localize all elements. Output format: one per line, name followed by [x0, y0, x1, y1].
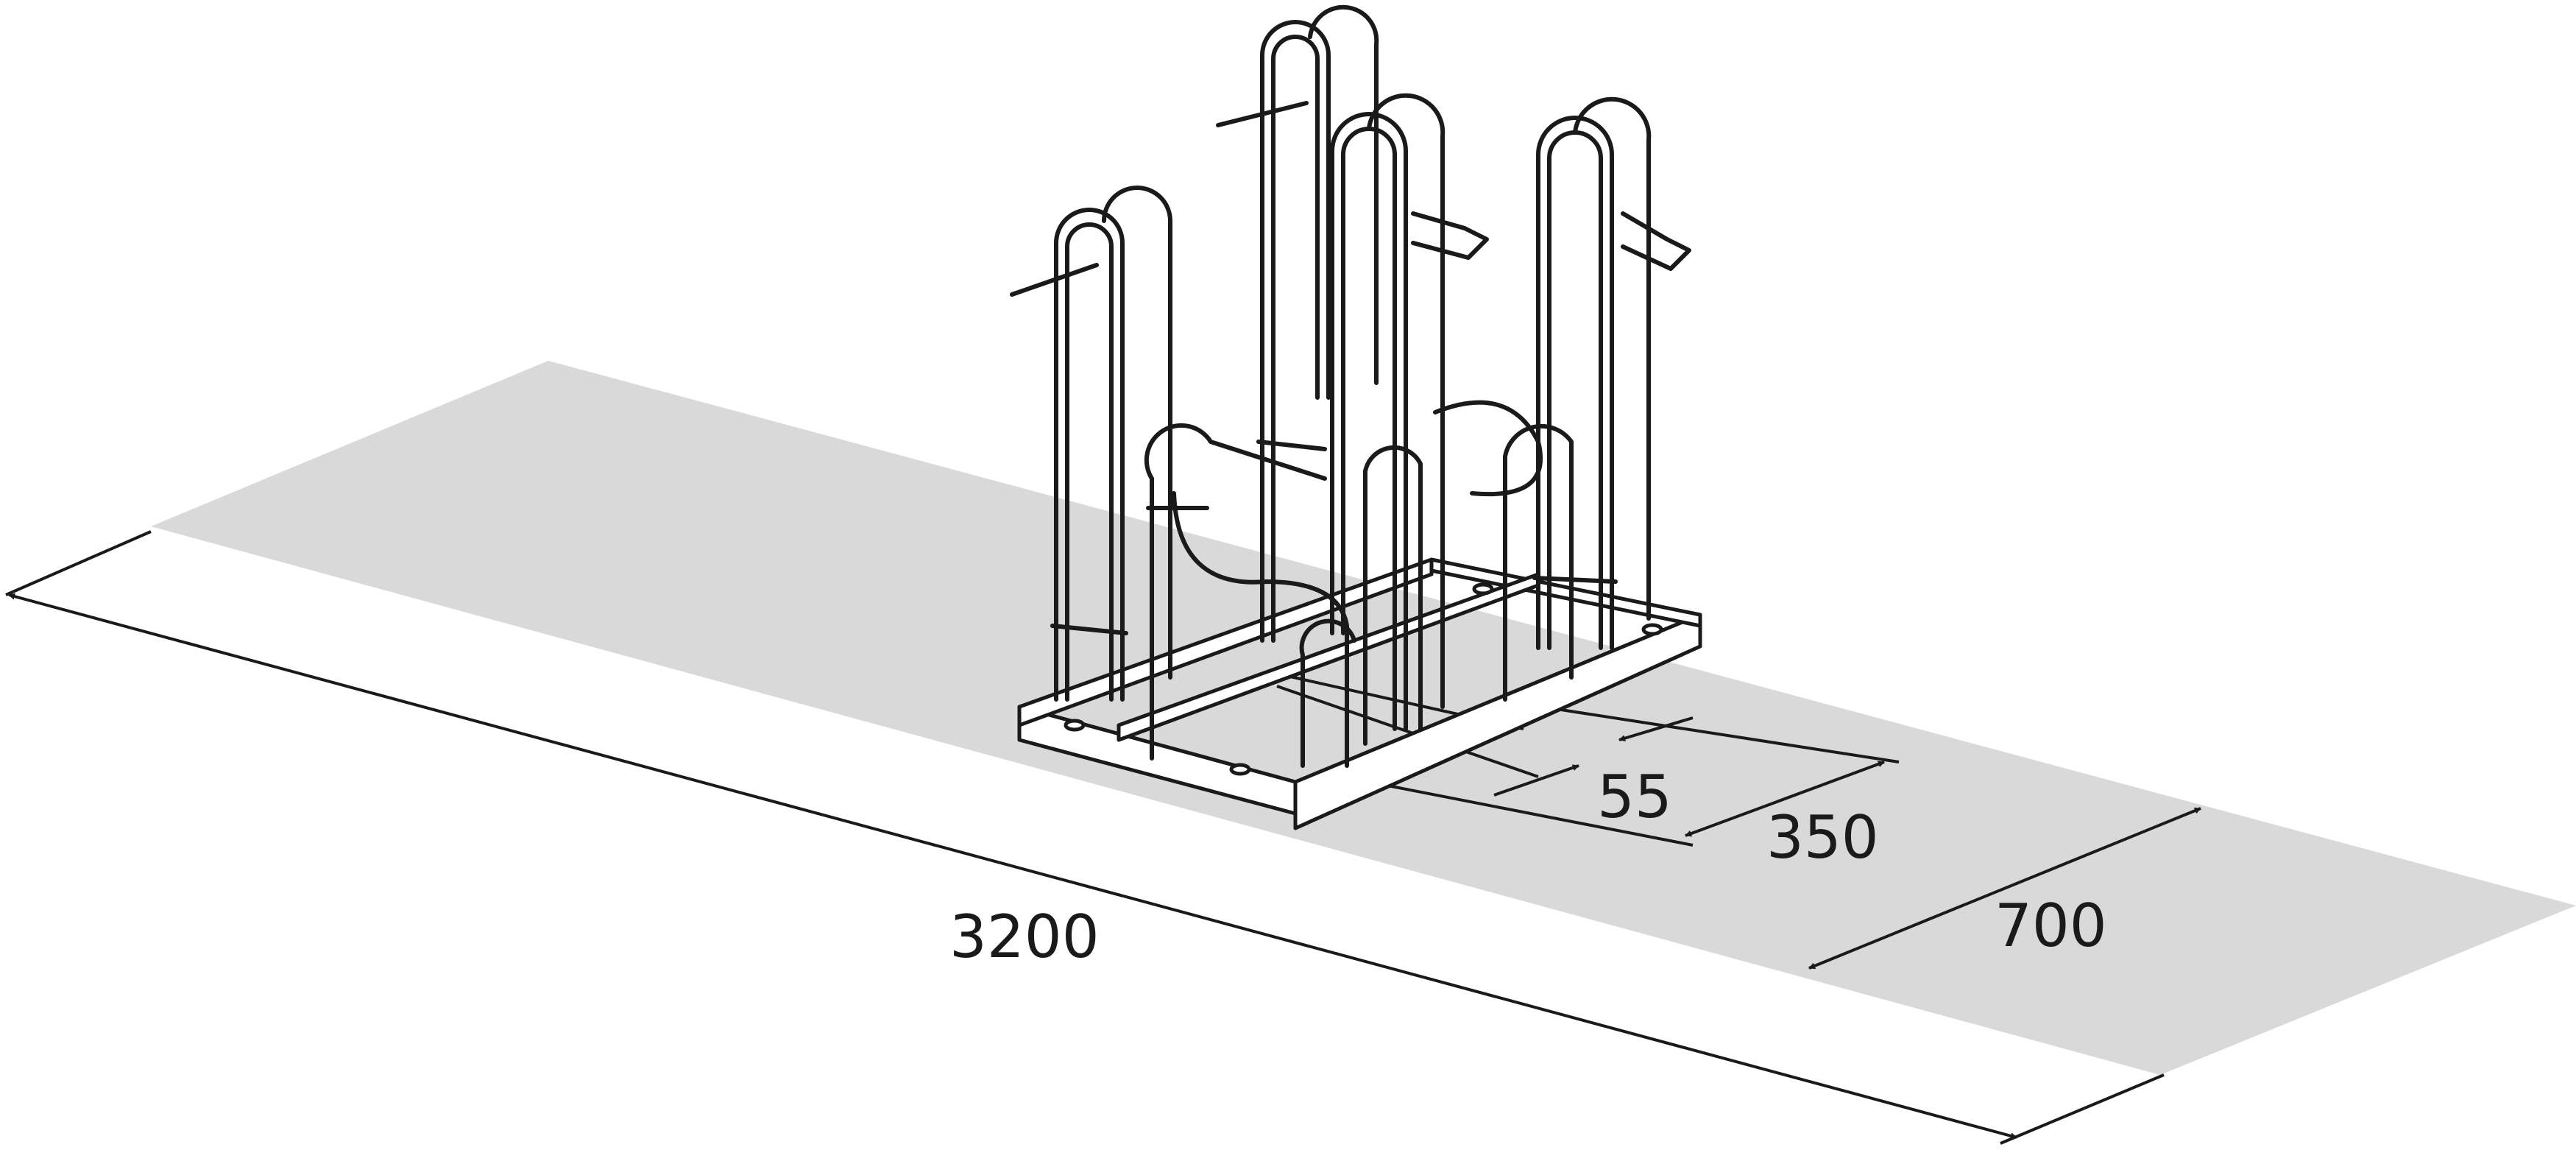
extension-line-55-b [1276, 685, 1539, 778]
clamp-band [1256, 440, 1327, 451]
extension-line-right [2000, 1073, 2165, 1145]
dimension-line-3200 [8, 593, 2017, 1140]
extension-line-350-a [1541, 705, 1900, 763]
hook-left [1010, 263, 1099, 297]
mount-slot [1641, 623, 1663, 636]
extension-line-350-b [1379, 783, 1694, 847]
mount-slot [1472, 582, 1494, 596]
hoop-low-front-left [1144, 423, 1327, 761]
extension-line-left [5, 530, 152, 596]
hoop-tall-left-front [1054, 208, 1125, 702]
hoop-mid-center [1330, 112, 1408, 731]
label-3200: 3200 [949, 903, 1100, 971]
hook-mid [1411, 211, 1489, 260]
label-700: 700 [1995, 892, 2107, 960]
hoop-low-right [1503, 423, 1574, 702]
bicycle-hoops [1010, 4, 1691, 768]
dimension-line-350 [1685, 761, 1885, 837]
leader-55-left [1493, 764, 1579, 797]
hoop-low-center-right [1363, 445, 1423, 746]
hoop-tall-center-front-inner [1271, 35, 1320, 643]
label-350: 350 [1766, 803, 1879, 872]
hoop-tall-right-front-inner [1547, 130, 1603, 650]
hoop-low-wave [1172, 491, 1349, 768]
dimension-total-length [5, 530, 2165, 1145]
clamp-band [1050, 624, 1128, 635]
hoop-low-front-inner [1299, 618, 1356, 768]
clamp-band [1532, 576, 1618, 584]
dimension-width [1808, 807, 2201, 970]
leader-55-right [1618, 716, 1694, 741]
hoop-low-right-wave [1433, 400, 1543, 497]
dimension-line-700 [1808, 807, 2201, 970]
base-rail-right [1293, 613, 1702, 830]
hoop-tall-left-front-inner [1065, 222, 1114, 702]
mount-slot [1064, 719, 1086, 732]
mount-slot [1229, 763, 1251, 776]
hoop-tall-center-back [1308, 4, 1379, 385]
dimension-spacing [1379, 705, 1900, 847]
label-55: 55 [1597, 763, 1672, 831]
hoop-tall-center-front [1260, 20, 1331, 643]
hook-center [1216, 101, 1309, 127]
hoop-tall-left-back [1102, 186, 1172, 680]
hook-right [1621, 211, 1691, 271]
hoop-mid-center-back [1367, 93, 1446, 709]
hoop-tall-right-back [1573, 96, 1652, 621]
hoop-tall-right-front [1536, 116, 1614, 650]
